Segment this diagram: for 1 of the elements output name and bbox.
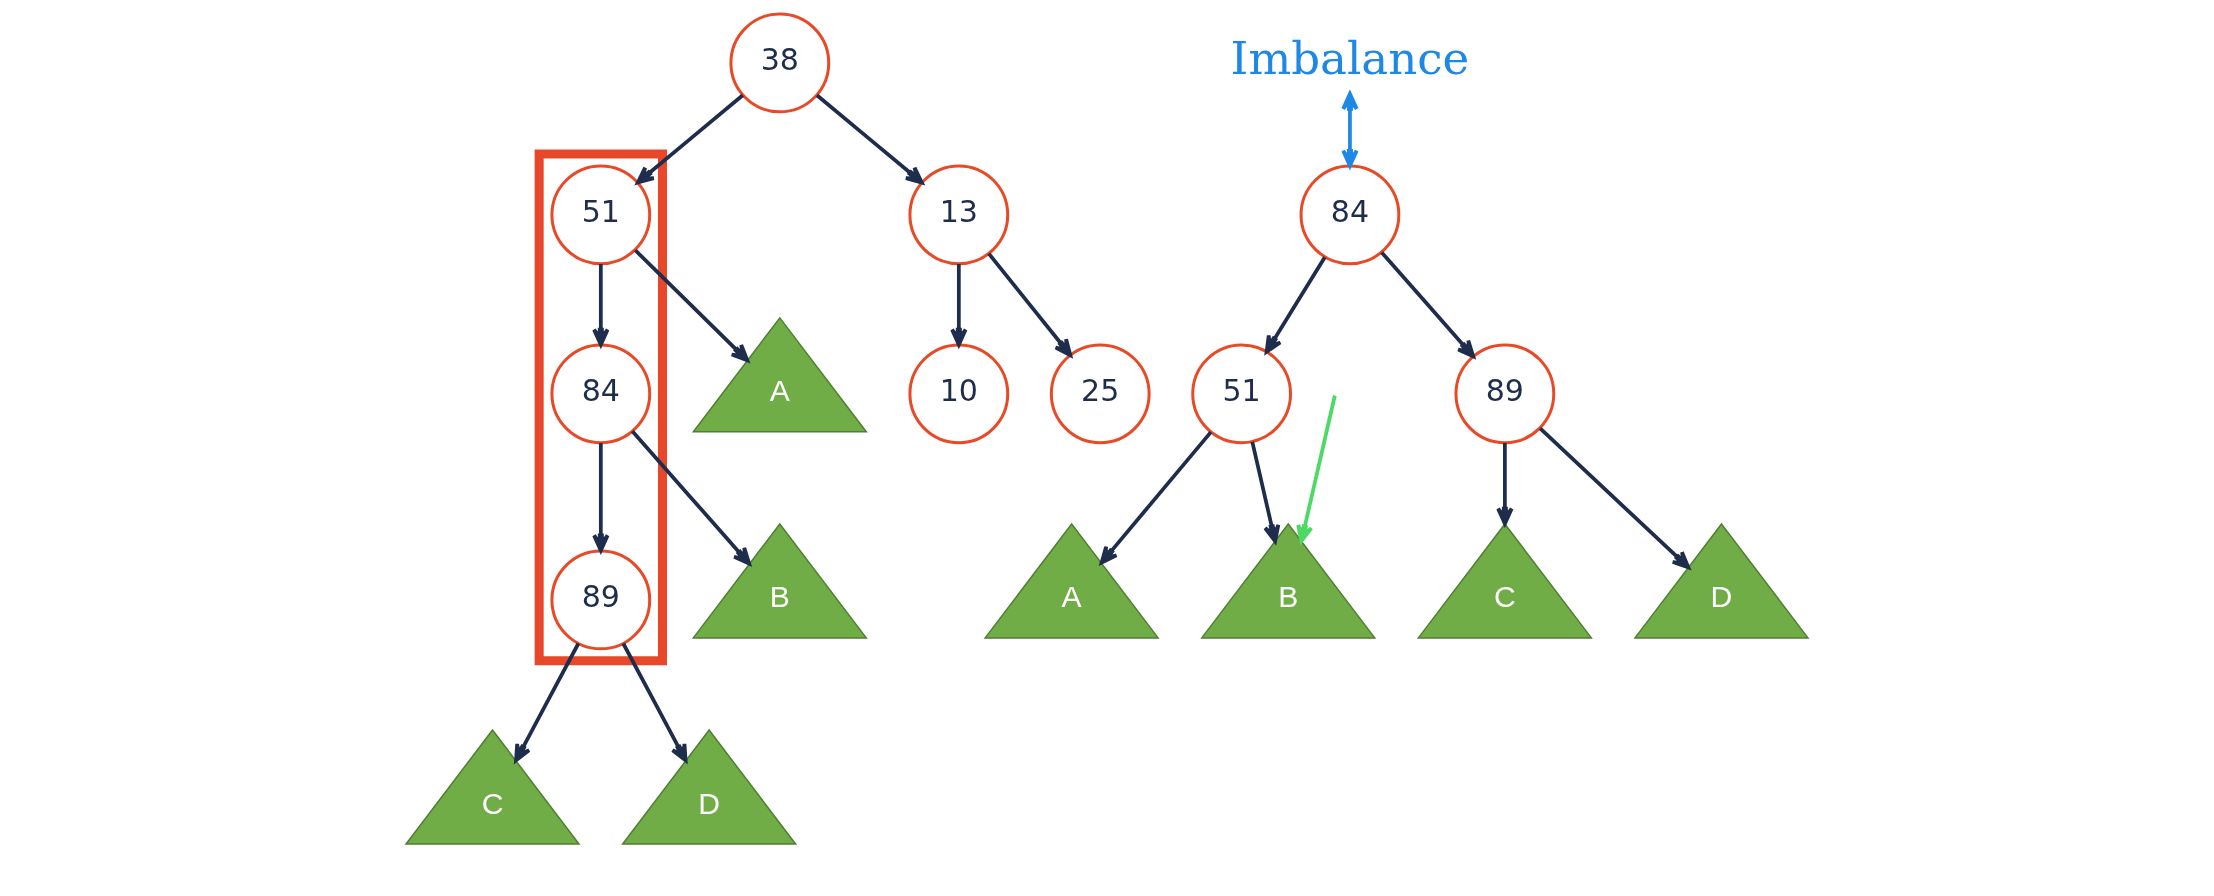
node-text: Imbalance <box>1230 32 1470 86</box>
